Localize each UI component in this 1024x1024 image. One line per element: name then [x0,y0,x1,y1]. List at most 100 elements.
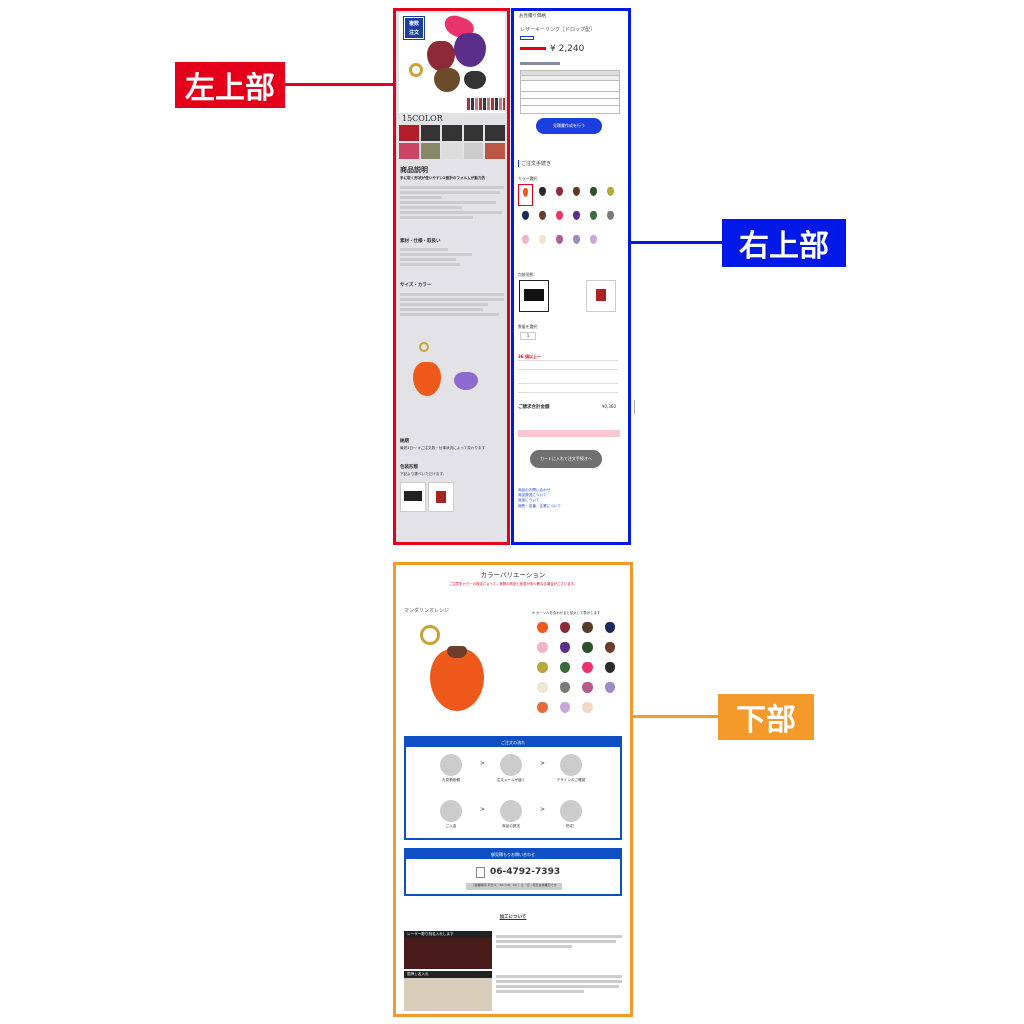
wrap-option-image[interactable] [400,482,426,512]
color-option[interactable] [518,208,533,230]
thumbnail[interactable] [463,125,484,141]
thumbnail[interactable] [420,125,441,141]
wrap-select-label: 包装形態： [518,272,537,277]
info-link[interactable]: 商品のお問い合わせ [518,488,551,492]
color-select-label: カラー選択： [518,176,541,181]
size-table [400,291,504,318]
variant-thumb[interactable] [532,699,553,717]
sub-total-block: 36 個以上〜 [518,354,618,396]
variant-thumb[interactable] [555,699,576,717]
flow-step-label: 商品の発送 [502,824,520,828]
info-link[interactable]: 返品について [518,498,540,503]
color-option[interactable] [569,232,584,254]
variant-thumb[interactable] [555,679,576,697]
foil-stamp-text [496,973,622,995]
foil-stamp-caption: 箔押し名入れ [404,971,492,979]
orange-keyring [413,362,441,396]
variant-thumb[interactable] [577,679,598,697]
variant-thumb[interactable] [577,639,598,657]
contact-title: 御見積もりお問い合わせ [406,850,620,859]
color-option[interactable] [586,232,601,254]
color-option[interactable] [552,208,567,230]
variant-thumb[interactable] [532,679,553,697]
variant-thumb[interactable] [600,679,621,697]
thumbnail[interactable] [399,125,419,141]
variant-thumb[interactable] [600,639,621,657]
flow-step-icon [440,800,462,822]
price-table [520,70,620,114]
color-option[interactable] [586,208,601,230]
color-count-label: 15COLOR [402,114,443,123]
purple-keyring [454,372,478,390]
color-option[interactable] [535,232,550,254]
color-option[interactable] [569,208,584,230]
wrapping-text: 下記より選べいただけます。 [400,472,447,476]
color-option[interactable] [603,208,618,230]
scrollbar[interactable] [634,400,635,414]
variant-thumb[interactable] [555,639,576,657]
product-hero-image: 複数 注文 [399,12,505,113]
color-option[interactable] [569,184,584,206]
variant-thumb[interactable] [555,659,576,677]
strap [447,646,467,658]
color-option[interactable] [518,232,533,254]
variation-subtitle: ご注意をカラーの設定によって、実際の商品と色見が多少異なる場合がございます。 [448,582,578,586]
variant-thumb[interactable] [577,659,598,677]
thumbnail[interactable] [463,143,484,159]
color-option[interactable] [535,184,550,206]
product-price: ¥ 2,240 [550,44,585,54]
label-top-right: 右上部 [722,219,846,267]
create-estimate-button[interactable]: 見積書作成を行う [536,118,602,134]
total-label: ご請求合計金額 [518,405,550,410]
thumbnail[interactable] [442,143,462,159]
variant-thumb[interactable] [532,659,553,677]
label-top-left: 左上部 [175,62,285,108]
flow-step-icon [500,800,522,822]
thumbnail[interactable] [485,125,505,141]
wrap-option-image[interactable] [428,482,454,512]
flow-step-icon [440,754,462,776]
wrap-select-option[interactable] [519,280,549,312]
thumbnail[interactable] [420,143,441,159]
color-option[interactable] [586,184,601,206]
orange-keyring [430,649,484,711]
thumbnail[interactable] [442,125,462,141]
keyring-black [464,71,486,89]
description-title: 商品説明 [400,166,428,174]
thumbnail-row-1 [399,125,505,141]
color-option-grid [518,184,618,254]
color-option[interactable] [552,232,567,254]
wrap-select-option[interactable] [586,280,616,312]
variant-thumb[interactable] [532,639,553,657]
processing-title: 加工について [499,915,527,920]
add-to-cart-button[interactable]: カートに入れて注文手続きへ [530,450,602,468]
variation-title: カラーバリエーション [480,571,546,579]
hover-hint-text: カーソルを合わせると拡大して表示します [535,611,601,615]
variant-thumb[interactable] [577,619,598,637]
variant-main-image [404,619,504,719]
color-option[interactable] [535,208,550,230]
thumbnail[interactable] [399,143,419,159]
flow-arrow-icon: > [480,760,486,767]
volume-tier-title: 36 個以上〜 [518,354,541,359]
product-name: レザーキーリング［ドロップ型］ [520,27,596,33]
quantity-input[interactable]: 1 [520,332,536,340]
item-code [520,62,560,65]
flow-step-label: ご入金 [445,824,457,828]
variant-thumb[interactable] [600,619,621,637]
flow-step-label: お見積依頼 [442,778,460,782]
phone-number[interactable]: 06-4792-7393 [490,867,561,877]
variant-thumb[interactable] [555,619,576,637]
variant-thumb[interactable] [600,659,621,677]
thumbnail-row-2 [399,143,505,159]
section-title: お見積り価格 [519,14,546,19]
phone-icon [476,867,485,878]
color-option[interactable] [552,184,567,206]
color-option[interactable] [518,184,533,206]
variant-thumb[interactable] [577,699,598,717]
info-link[interactable]: 商品発送について [518,493,547,498]
info-link[interactable]: 個別・定番／企業について [518,503,562,508]
thumbnail[interactable] [485,143,505,159]
color-option[interactable] [603,184,618,206]
variant-thumb[interactable] [532,619,553,637]
